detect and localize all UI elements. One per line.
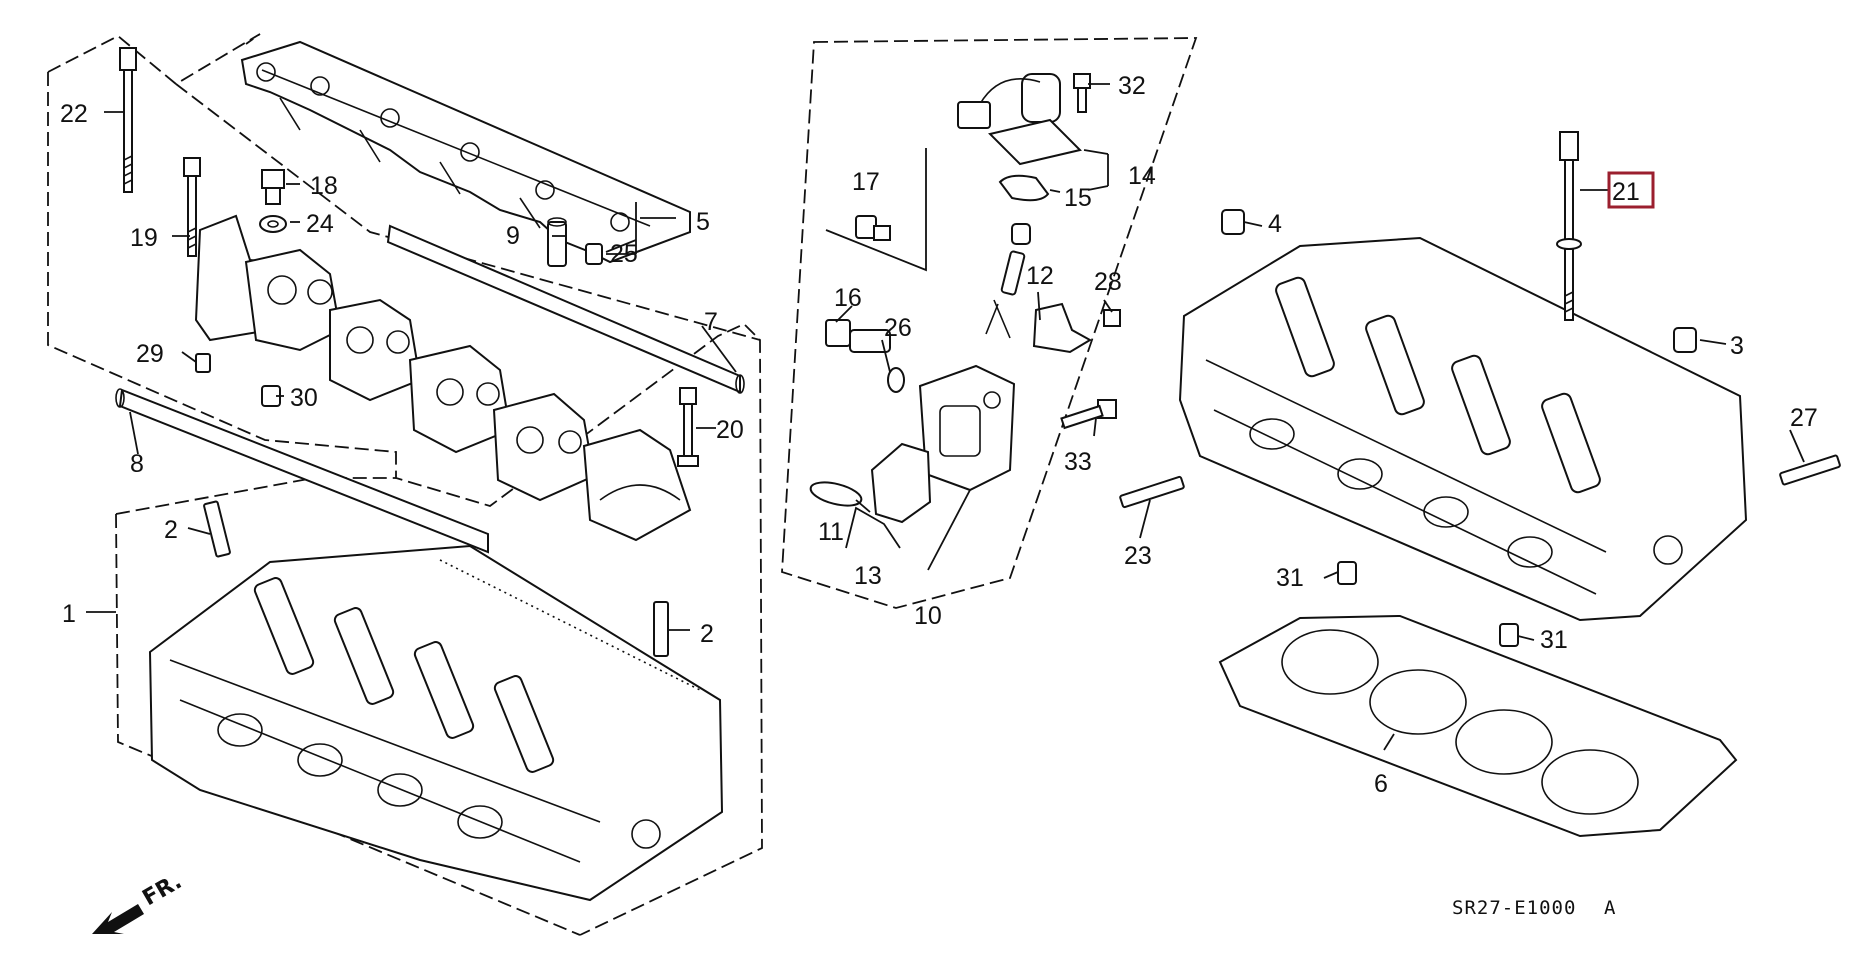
part-labels: 22 19 18 24 9 25 5 7 29 30 20 8 2 2 1 32… [60, 72, 1818, 798]
label-4: 4 [1268, 210, 1282, 238]
label-29: 29 [136, 340, 164, 368]
dowel-31-top [1337, 561, 1357, 585]
rocker-shaft-7 [386, 224, 745, 394]
cam-holders [194, 214, 692, 542]
front-arrow-icon: FR. [92, 869, 186, 934]
label-32: 32 [1118, 72, 1146, 100]
label-2-right: 2 [700, 620, 714, 648]
gasket-11 [809, 481, 863, 507]
label-26: 26 [884, 314, 912, 342]
dowel-29 [195, 353, 211, 373]
label-25: 25 [610, 240, 638, 268]
front-indicator-label: FR. [139, 869, 187, 911]
bolt-21 [1556, 131, 1582, 321]
bolt-19 [183, 157, 201, 257]
label-22: 22 [60, 100, 88, 128]
cylinder-head-right [1178, 236, 1748, 622]
stud-2-right [653, 601, 669, 657]
rocker-shaft-8 [115, 388, 489, 554]
label-10: 10 [914, 602, 942, 630]
diagram-code: SR27-E1000 A [1452, 897, 1616, 919]
dowel-31-bottom [1499, 623, 1519, 647]
label-18: 18 [310, 172, 338, 200]
stud-23 [1119, 475, 1185, 509]
cap-3 [1673, 327, 1697, 353]
label-6: 6 [1374, 770, 1388, 798]
bracket-17 [825, 148, 927, 272]
bolt-22 [119, 47, 137, 193]
label-15: 15 [1064, 184, 1092, 212]
label-2-left: 2 [164, 516, 178, 544]
label-7: 7 [704, 308, 718, 336]
washer-24 [259, 215, 287, 233]
label-31-bottom: 31 [1540, 626, 1568, 654]
label-12: 12 [1026, 262, 1054, 290]
label-23: 23 [1124, 542, 1152, 570]
label-13: 13 [854, 562, 882, 590]
label-17: 17 [852, 168, 880, 196]
spool-housing-10 [918, 364, 1016, 492]
bolt-20 [677, 387, 699, 467]
label-33: 33 [1064, 448, 1092, 476]
label-3: 3 [1730, 332, 1744, 360]
label-30: 30 [290, 384, 318, 412]
gasket-13 [870, 442, 932, 524]
spool-valve [985, 223, 1031, 339]
label-8: 8 [130, 450, 144, 478]
solenoid-14 [957, 73, 1082, 166]
center-group-outline [781, 37, 1198, 609]
cap-4 [1221, 209, 1245, 235]
label-24: 24 [306, 210, 334, 238]
oring-26 [887, 367, 905, 393]
dowel-25 [585, 243, 603, 265]
bolt-33 [1060, 399, 1117, 430]
label-11: 11 [818, 518, 844, 546]
bolt-18 [261, 169, 285, 205]
label-19: 19 [130, 224, 158, 252]
gasket-15 [998, 174, 1050, 202]
bolt-28 [1103, 309, 1121, 327]
bracket-12 [1032, 302, 1092, 354]
bolt-32 [1073, 73, 1091, 113]
leader-lines [86, 83, 1805, 751]
head-gasket [1218, 614, 1738, 838]
label-28: 28 [1094, 268, 1122, 296]
label-31-top: 31 [1276, 564, 1304, 592]
label-14: 14 [1128, 162, 1156, 190]
label-1: 1 [62, 600, 76, 628]
diagram-code-suffix: A [1604, 897, 1616, 919]
dowel-9 [547, 217, 567, 267]
label-5: 5 [696, 208, 710, 236]
label-20: 20 [716, 416, 744, 444]
sensor-16 [825, 319, 891, 353]
cylinder-head-left [148, 544, 724, 902]
stud-2-left [203, 500, 231, 558]
label-27: 27 [1790, 404, 1818, 432]
rocker-shaft-holder [240, 40, 691, 264]
highlight-box-21 [1607, 171, 1655, 209]
label-9: 9 [506, 222, 520, 250]
diagram-code-text: SR27-E1000 [1452, 897, 1576, 919]
label-16: 16 [834, 284, 862, 312]
filter-17 [855, 215, 891, 241]
label-21: 21 [1612, 178, 1640, 206]
stud-27 [1779, 454, 1841, 486]
